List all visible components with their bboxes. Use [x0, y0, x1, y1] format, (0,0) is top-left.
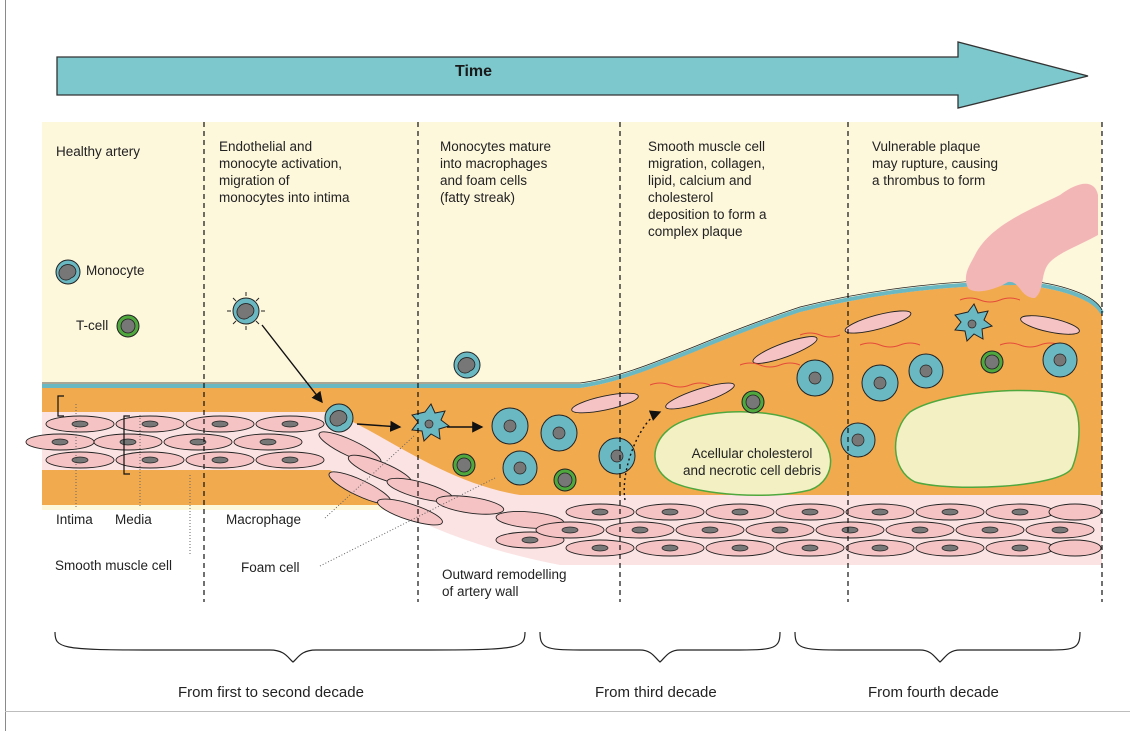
time-label: Time	[455, 63, 492, 81]
time-arrow	[57, 42, 1088, 108]
macrophage-label: Macrophage	[226, 512, 301, 527]
necrotic-core-label: Acellular cholesterol and necrotic cell …	[672, 445, 832, 479]
media-label: Media	[115, 512, 152, 527]
tcell-icon	[981, 351, 1003, 373]
decade-fourth-label: From fourth decade	[868, 684, 999, 701]
legend-tcell-label: T-cell	[76, 318, 108, 333]
stage-complex-plaque: Smooth muscle cell migration, collagen, …	[648, 138, 767, 240]
decade-third-label: From third decade	[595, 684, 717, 701]
stage-vulnerable-plaque: Vulnerable plaque may rupture, causing a…	[872, 138, 998, 189]
decade-braces	[55, 632, 1080, 662]
tcell-icon	[742, 391, 764, 413]
stage-fatty-streak: Monocytes mature into macrophages and fo…	[440, 138, 551, 206]
tcell-icon	[453, 454, 475, 476]
necrotic-core-large	[896, 390, 1079, 487]
foam-cell-label: Foam cell	[241, 560, 300, 575]
stage-healthy-artery: Healthy artery	[56, 143, 140, 160]
intima-label: Intima	[56, 512, 93, 527]
monocyte-icon-legend	[56, 260, 80, 284]
monocyte-icon-adhered	[454, 352, 480, 378]
outward-remodelling-label: Outward remodelling of artery wall	[442, 566, 567, 600]
smooth-muscle-cell-label: Smooth muscle cell	[55, 558, 172, 573]
stage-endothelial-activation: Endothelial and monocyte activation, mig…	[219, 138, 350, 206]
monocyte-icon-migrating	[325, 404, 353, 432]
decade-first-second-label: From first to second decade	[178, 684, 364, 701]
legend-monocyte-label: Monocyte	[86, 263, 145, 278]
tcell-icon	[554, 469, 576, 491]
tcell-icon-legend	[117, 315, 139, 337]
